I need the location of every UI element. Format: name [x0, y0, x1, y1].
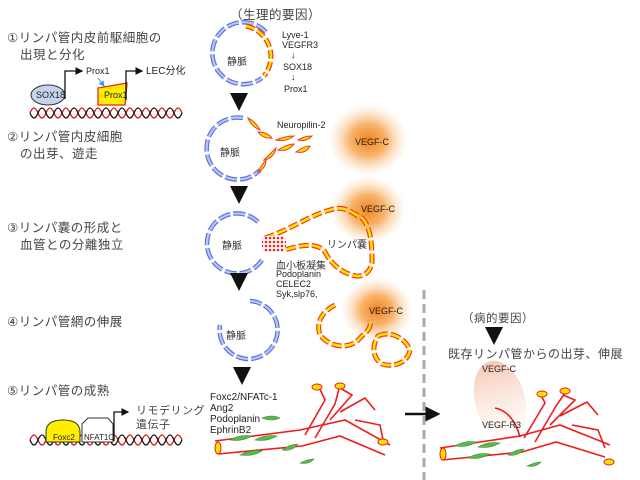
vessel-end — [334, 382, 346, 390]
vein-1 — [210, 20, 274, 87]
pathological-header: （病的要因） — [462, 311, 534, 325]
step-1-subtitle: 出現と分化 — [20, 47, 86, 62]
prox1-box-label: Prox1 — [104, 90, 128, 100]
step-1-title: ①リンパ管内皮前駆細胞の — [7, 30, 162, 45]
sprouting-lec — [246, 116, 314, 174]
prox1-arrow-label: Prox1 — [86, 66, 110, 76]
vegfc-label-2: VEGF-C — [361, 204, 396, 214]
step-3-title: ③リンパ嚢の形成と — [7, 220, 123, 235]
nfat-shape — [81, 417, 114, 443]
cascade-prox1: Prox1 — [284, 84, 308, 94]
vein-3 — [204, 211, 264, 276]
lec-label: LEC分化 — [146, 66, 186, 77]
vein-label-3: 静脈 — [222, 241, 242, 252]
vegfc-label-3: VEGF-C — [369, 306, 404, 316]
vessel-end — [536, 390, 548, 398]
pathological-smooth-muscle-cells — [454, 441, 542, 467]
prox1-box-shape — [97, 82, 128, 106]
vessel-end — [311, 383, 323, 391]
step-5-title: ⑤リンパ管の成熟 — [7, 383, 110, 398]
platelet-item-2: CELEC2 — [276, 279, 312, 289]
platelet-item-1: Podoplanin — [276, 269, 322, 279]
foxc2-label: Foxc2 — [53, 433, 75, 442]
maturation-factor-4: EphrinB2 — [210, 425, 252, 436]
vein-2 — [204, 115, 262, 182]
lymph-sac — [264, 205, 375, 279]
remodeling-label-1: リモデリング — [136, 404, 205, 417]
remodeling-label-2: 遺伝子 — [136, 418, 171, 431]
vegfc-glow-1 — [328, 104, 408, 176]
blue-arrow — [97, 77, 105, 87]
cascade-arrow-1: ↓ — [291, 50, 296, 60]
vein-4 — [217, 298, 280, 362]
dna-helix-1 — [29, 107, 183, 119]
vessel-end — [559, 387, 571, 395]
pathological-lymph-vessel — [439, 392, 611, 461]
physiological-header: （生理的要因） — [230, 7, 322, 22]
nfat-label: NFAT1C — [84, 433, 115, 442]
vessel-end — [377, 438, 389, 446]
platelet-item-3: Syk,slp76, — [276, 289, 318, 299]
step-3-subtitle: 血管との分離独立 — [20, 237, 124, 252]
lec-arrow — [125, 67, 144, 100]
vegfc-glow-3 — [341, 277, 413, 343]
step-4-title: ④リンパ管網の伸展 — [7, 314, 123, 329]
maturation-factor-2: Ang2 — [210, 403, 234, 414]
maturation-factor-1: Foxc2/NFATc-1 — [210, 392, 278, 403]
vein-label-2: 静脈 — [220, 148, 240, 159]
step-2-title: ②リンパ管内皮細胞 — [7, 129, 123, 144]
remodeling-arrow — [113, 408, 130, 441]
vessel-end — [603, 458, 615, 466]
cascade-vegfr3: VEGFR3 — [282, 40, 319, 50]
smooth-muscle-cells — [229, 415, 315, 464]
vessel-end — [214, 441, 222, 455]
pathological-vegfr3-label: VEGF-R3 — [482, 420, 522, 430]
vein-label-4: 静脈 — [226, 331, 246, 342]
vein-label-1: 静脈 — [227, 57, 247, 68]
cascade-arrow-2: ↓ — [291, 72, 296, 82]
foxc2-shape — [45, 419, 81, 443]
cascade-sox18: SOX18 — [283, 62, 313, 72]
neuropilin-label: Neuropilin-2 — [277, 120, 326, 130]
mature-lymph-vessel — [214, 384, 391, 456]
lymph-sac-label: リンパ嚢 — [327, 240, 367, 251]
vegfc-label-1: VEGF-C — [355, 137, 390, 147]
sox18-label: SOX18 — [36, 90, 66, 100]
maturation-factor-3: Podoplanin — [210, 414, 261, 425]
pathological-description: 既存リンパ管からの出芽、伸展 — [448, 347, 624, 361]
step-2-subtitle: の出芽、遊走 — [20, 146, 99, 161]
vegfc-glow-2 — [330, 176, 406, 244]
platelet-label: 血小板凝集 — [276, 261, 326, 272]
prox1-transcription-arrow — [64, 67, 84, 99]
vessel-end — [439, 447, 447, 461]
platelet-aggregate — [262, 236, 286, 252]
lymph-network — [316, 302, 413, 368]
pathological-vegfc-label: VEGF-C — [482, 364, 517, 374]
cascade-lyve1: Lyve-1 — [282, 30, 309, 40]
